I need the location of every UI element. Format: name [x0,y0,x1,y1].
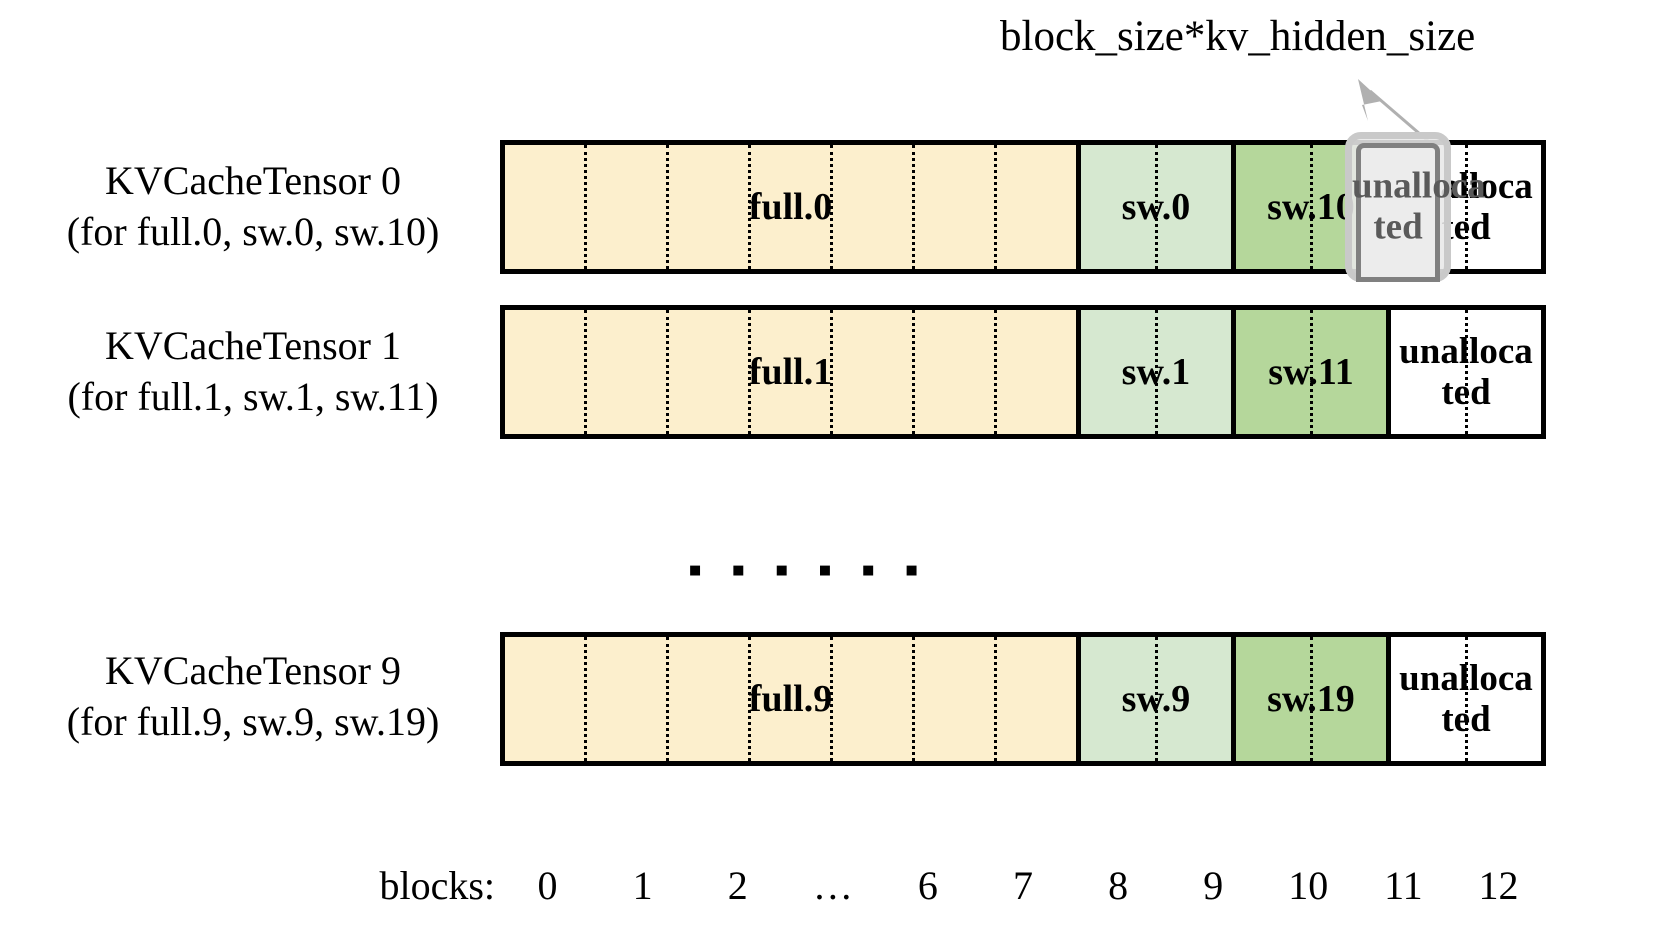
row-title-2: KVCacheTensor 9 [105,648,401,693]
segment-sw-light-1[interactable]: sw.1 [1081,310,1236,434]
row-subtitle-0: (for full.0, sw.0, sw.10) [66,209,440,255]
tensor-bar-1[interactable]: full.1 sw.1 sw.11 unalloca ted [500,305,1546,439]
block-highlight-label: unalloca ted [1352,166,1486,249]
row-subtitle-2: (for full.9, sw.9, sw.19) [66,699,440,745]
axis-tick: 12 [1478,863,1519,908]
unallocated-line-2: ted [1441,699,1491,740]
axis-tick: 2 [727,863,748,908]
segment-unallocated-1[interactable]: unalloca ted [1391,310,1541,434]
segment-label: sw.19 [1267,677,1355,720]
axis-tick: 1 [632,863,653,908]
segment-label: sw.0 [1121,185,1191,228]
unallocated-line-1: unalloca [1399,330,1533,372]
axis-tick: 8 [1108,863,1129,908]
axis-tick: 10 [1288,863,1329,908]
segment-label: sw.1 [1121,350,1191,393]
row-label-1: KVCacheTensor 1 (for full.1, sw.1, sw.11… [18,320,488,422]
axis-caption: blocks: [379,863,495,908]
segment-sw-dark-1[interactable]: sw.11 [1236,310,1391,434]
row-title-1: KVCacheTensor 1 [105,323,401,368]
segment-label: full.0 [748,185,833,228]
axis-tick: … [812,863,853,908]
vertical-ellipsis: ▪ ▪ ▪ ▪ ▪ ▪ [688,548,928,592]
axis-tick: 7 [1013,863,1034,908]
row-title-0: KVCacheTensor 0 [105,158,401,203]
row-label-0: KVCacheTensor 0 (for full.0, sw.0, sw.10… [18,155,488,257]
axis-tick: 9 [1203,863,1224,908]
row-label-2: KVCacheTensor 9 (for full.9, sw.9, sw.19… [18,645,488,747]
segment-label: unalloca ted [1399,658,1533,741]
segment-label: full.1 [748,350,833,393]
unallocated-line-1: unalloca [1399,657,1533,699]
row-subtitle-1: (for full.1, sw.1, sw.11) [67,374,439,420]
axis-tick: 11 [1384,863,1423,908]
segment-label: unalloca ted [1399,331,1533,414]
annotation-label: block_size*kv_hidden_size [1000,13,1476,60]
segment-full-2[interactable]: full.9 [505,637,1081,761]
segment-label: full.9 [748,677,833,720]
axis-tick-row: 0 1 2 … 6 7 8 9 10 11 12 [500,862,1546,912]
segment-label: sw.11 [1268,350,1354,393]
segment-full-1[interactable]: full.1 [505,310,1081,434]
unallocated-line-2: ted [1441,372,1491,413]
highlight-line-1: unalloca [1352,165,1486,207]
segment-label: sw.10 [1267,185,1355,228]
segment-label: sw.9 [1121,677,1191,720]
axis-tick: 6 [917,863,938,908]
axis-tick: 0 [537,863,558,908]
segment-sw-dark-2[interactable]: sw.19 [1236,637,1391,761]
block-highlight-box[interactable]: unalloca ted [1345,132,1486,282]
segment-sw-light-2[interactable]: sw.9 [1081,637,1236,761]
highlight-line-2: ted [1373,207,1423,248]
segment-unallocated-2[interactable]: unalloca ted [1391,637,1541,761]
tensor-bar-2[interactable]: full.9 sw.9 sw.19 unalloca ted [500,632,1546,766]
segment-sw-light-0[interactable]: sw.0 [1081,145,1236,269]
segment-full-0[interactable]: full.0 [505,145,1081,269]
block-highlight-inner [1356,143,1440,282]
